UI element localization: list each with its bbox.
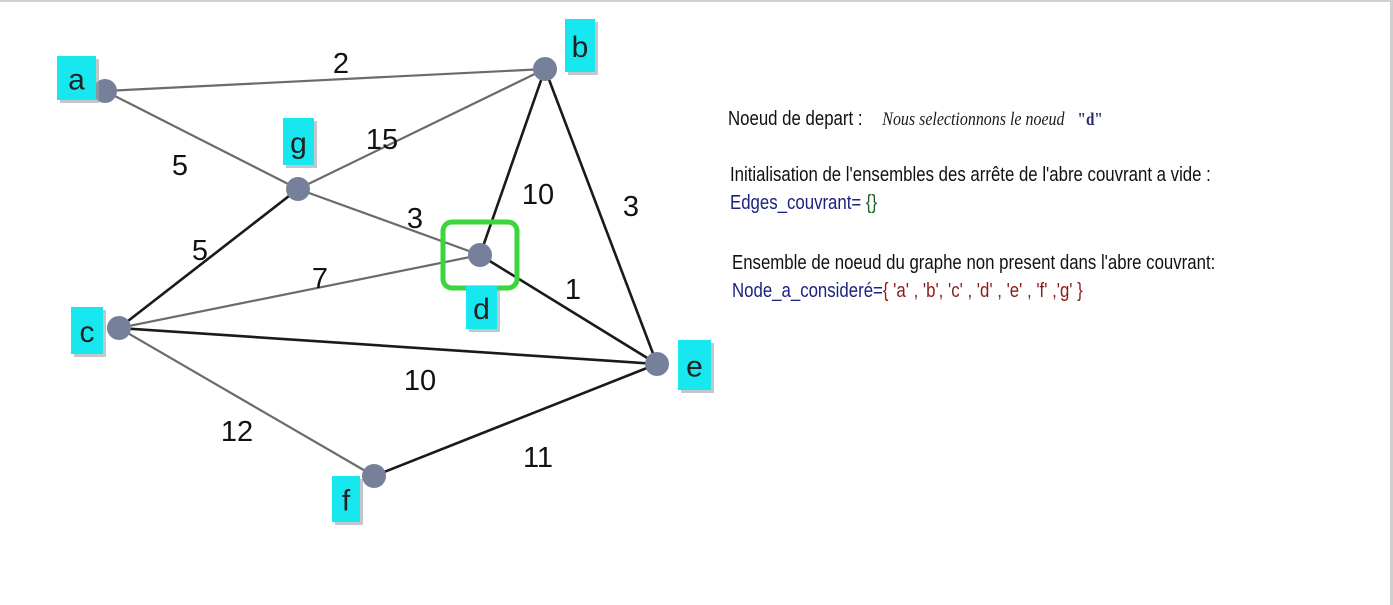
top-border bbox=[0, 0, 1393, 2]
edge-weight-c-e: 10 bbox=[404, 365, 436, 397]
node-label-bg-c bbox=[71, 307, 103, 354]
edge-weight-a-b: 2 bbox=[333, 48, 349, 80]
right-border bbox=[1390, 0, 1393, 605]
edges-value: {} bbox=[861, 192, 878, 214]
edge-weight-b-d: 10 bbox=[522, 179, 554, 211]
start-node-line: Noeud de depart : Nous selectionnons le … bbox=[728, 108, 1103, 131]
start-note: Nous selectionnons le noeud bbox=[882, 109, 1065, 130]
start-label: Noeud de depart bbox=[728, 108, 854, 130]
node-f bbox=[362, 464, 386, 488]
node-d bbox=[468, 243, 492, 267]
edge-weight-a-g: 5 bbox=[172, 150, 188, 182]
node-label-bg-d bbox=[466, 286, 497, 329]
edge-weight-c-f: 12 bbox=[221, 416, 253, 448]
node-g bbox=[286, 177, 310, 201]
edge-d-e bbox=[479, 253, 658, 366]
nodes-value: { 'a' , 'b', 'c' , 'd' , 'e' , 'f' ,'g' … bbox=[882, 280, 1083, 302]
node-c bbox=[107, 316, 131, 340]
edge-c-e bbox=[118, 326, 658, 366]
edge-weight-f-e: 11 bbox=[523, 442, 553, 474]
node-label-b: b bbox=[572, 31, 589, 64]
edge-weight-g-b: 15 bbox=[366, 124, 398, 156]
edges-layer bbox=[104, 67, 659, 478]
labels-layer: a b g d c e f bbox=[57, 19, 714, 525]
edge-weight-g-d: 3 bbox=[407, 203, 423, 235]
node-label-bg-g bbox=[283, 118, 314, 165]
edge-g-d bbox=[297, 187, 481, 257]
nodes-layer bbox=[93, 57, 669, 488]
edge-g-c bbox=[118, 187, 299, 330]
nodes-equals: = bbox=[873, 280, 883, 302]
edge-c-d bbox=[118, 253, 481, 330]
edge-a-g bbox=[104, 90, 299, 190]
start-node-value: "d" bbox=[1077, 109, 1103, 129]
node-label-g: g bbox=[290, 127, 307, 160]
node-label-bg-b bbox=[565, 19, 595, 72]
node-label-f: f bbox=[342, 485, 351, 518]
graph-diagram: 2 5 15 3 5 7 10 3 1 10 12 11 a b g d c e f bbox=[57, 19, 714, 525]
init-title: Initialisation de l'ensembles des arrête… bbox=[730, 164, 1211, 186]
node-label-bg-f bbox=[332, 476, 360, 522]
node-b bbox=[533, 57, 557, 81]
edge-weight-b-e: 3 bbox=[623, 191, 639, 223]
edge-c-f bbox=[118, 327, 375, 477]
node-label-a: a bbox=[68, 64, 85, 97]
remaining-title: Ensemble de noeud du graphe non present … bbox=[732, 252, 1216, 274]
node-label-c: c bbox=[80, 316, 95, 349]
edge-a-b bbox=[104, 67, 546, 93]
node-label-bg-a bbox=[57, 56, 96, 100]
edge-b-e bbox=[543, 68, 659, 365]
edge-f-e bbox=[373, 362, 658, 478]
edge-weight-d-e: 1 bbox=[565, 274, 581, 306]
edge-weight-g-c: 5 bbox=[192, 235, 208, 267]
nodes-consider-line: Node_a_consideré={ 'a' , 'b', 'c' , 'd' … bbox=[732, 280, 1083, 303]
edges-couvrant-line: Edges_couvrant= {} bbox=[730, 192, 877, 215]
node-label-bg-e bbox=[678, 340, 711, 390]
weights-layer: 2 5 15 3 5 7 10 3 1 10 12 11 bbox=[172, 48, 639, 474]
start-separator: : bbox=[853, 108, 868, 130]
node-label-d: d bbox=[473, 293, 490, 326]
edges-var-name: Edges_couvrant= bbox=[730, 192, 862, 214]
node-e bbox=[645, 352, 669, 376]
nodes-var-name: Node_a_consideré bbox=[732, 280, 874, 302]
edge-g-b bbox=[297, 68, 546, 190]
node-label-e: e bbox=[686, 351, 703, 384]
edge-weight-c-d: 7 bbox=[312, 263, 328, 295]
